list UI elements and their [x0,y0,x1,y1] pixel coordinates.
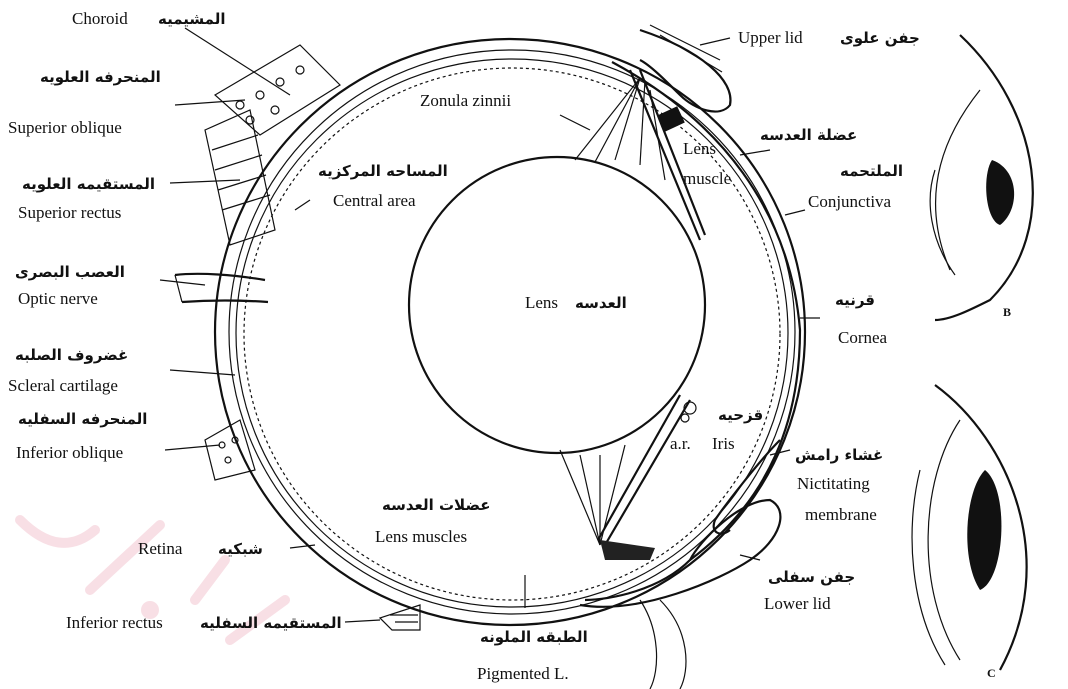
superior-oblique-en: Superior oblique [8,118,122,137]
lens-muscle-ar: عضلة العدسه [760,126,857,144]
iris-en: Iris [712,434,735,453]
nictitating-en2: membrane [805,505,877,524]
central-area-en: Central area [333,191,416,210]
inferior-oblique-en: Inferior oblique [16,443,123,462]
central-area-ar: المساحه المركزيه [318,162,448,180]
lower-lid-ar: جفن سفلى [768,568,855,586]
lens-muscles-en: Lens muscles [375,527,467,546]
conjunctiva-en: Conjunctiva [808,192,892,211]
lower-lid [580,500,780,689]
inferior-oblique-ar: المنحرفه السفليه [18,410,147,428]
nictitating-ar: غشاء رامش [795,446,883,464]
lens-muscle-lower [598,395,690,560]
conjunctiva-ar: الملتحمه [840,162,903,180]
lens-ar: العدسه [575,294,627,312]
optic-nerve [175,274,268,302]
scleral-cartilage-en: Scleral cartilage [8,376,118,395]
inferior-rectus-ar: المستقيمه السفليه [200,614,342,632]
lens-muscles-ar: عضلات العدسه [382,496,490,514]
scleral-cartilage-ar: غضروف الصلبه [15,346,128,364]
superior-rectus-en: Superior rectus [18,203,121,222]
lens-muscle-en2: muscle [683,169,731,188]
retina-ar: شبكيه [218,540,263,558]
inset-b-label: B [1003,305,1011,319]
nictitating-en1: Nictitating [797,474,870,493]
pigmented-ar: الطبقه الملونه [480,628,588,646]
inset-c-diagram [912,385,1027,670]
superior-rectus-muscle [205,110,275,245]
upper-lid-ar: جفن علوى [840,29,920,47]
inferior-oblique-muscle [205,420,255,480]
pigmented-en: Pigmented L. [477,664,569,683]
inferior-rectus-en: Inferior rectus [66,613,163,632]
cornea-ar: قرنيه [835,291,875,309]
iris-ar: قزحيه [718,406,763,424]
optic-nerve-ar: العصب البصرى [15,263,125,281]
eye-globe [215,39,805,625]
retina-en: Retina [138,539,183,558]
upper-lid-en: Upper lid [738,28,803,47]
lower-lid-en: Lower lid [764,594,831,613]
zonula-en: Zonula zinnii [420,91,511,110]
choroid-ar: المشيميه [158,10,226,28]
superior-oblique-ar: المنحرفه العلويه [40,68,161,86]
inset-c-label: C [987,666,996,680]
lens-en: Lens [525,293,558,312]
inset-b-diagram [930,35,1033,320]
lens-muscle-en1: Lens [683,139,716,158]
choroid-en: Choroid [72,9,128,28]
superior-rectus-ar: المستقيمه العلويه [22,175,155,193]
cornea-en: Cornea [838,328,888,347]
optic-nerve-en: Optic nerve [18,289,98,308]
iris-abbr: a.r. [670,434,691,453]
upper-lid [640,25,730,112]
